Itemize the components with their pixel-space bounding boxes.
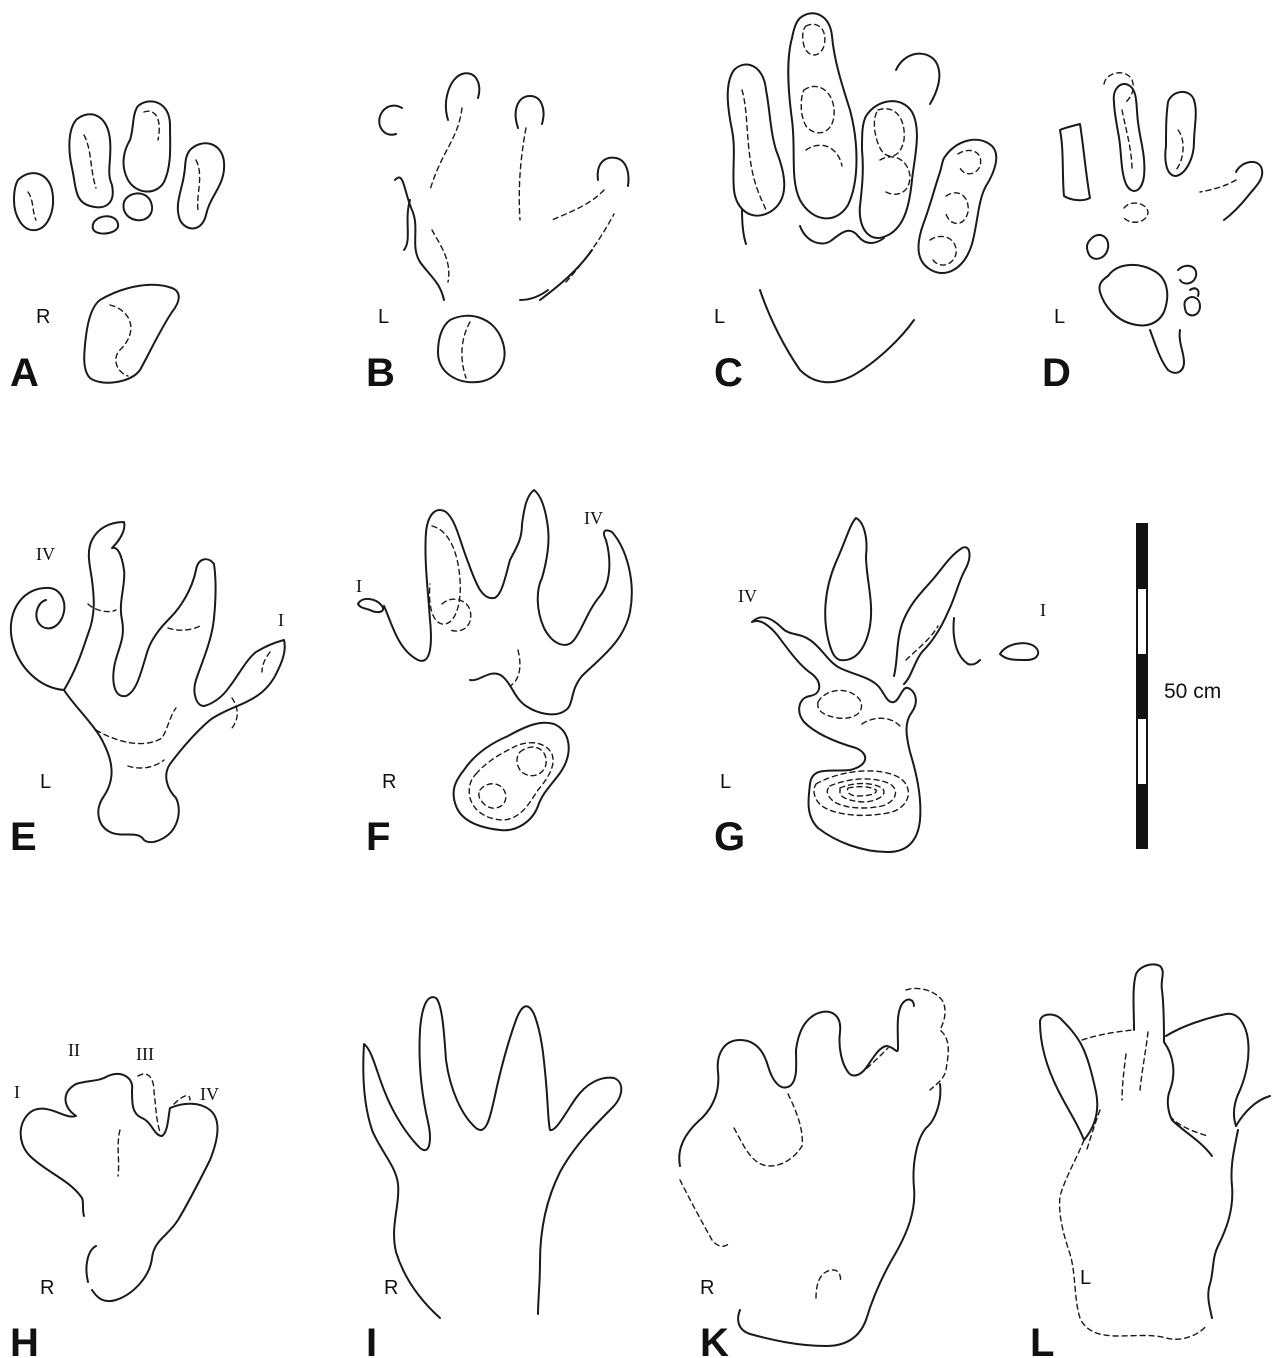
panel-i: R I (363, 997, 621, 1358)
panel-k-letter: K (700, 1321, 729, 1358)
panel-f: I IV R F (356, 490, 632, 859)
panel-h-letter: H (10, 1321, 39, 1358)
panel-d-side: L (1054, 306, 1065, 328)
panel-a: R A (10, 101, 224, 395)
panel-g-side: L (720, 771, 731, 793)
panel-g: IV I L G (714, 518, 1046, 859)
track-i (363, 997, 621, 1318)
panel-b-letter: B (366, 351, 395, 395)
panel-g-digit-iv: IV (738, 586, 757, 606)
panel-i-side: R (384, 1277, 398, 1299)
panel-f-digit-i: I (356, 576, 362, 596)
panel-d: L D (1042, 73, 1262, 395)
panel-i-letter: I (366, 1321, 377, 1358)
track-h (21, 1074, 218, 1301)
panel-k: R K (679, 988, 948, 1358)
track-e (11, 522, 285, 842)
panel-d-letter: D (1042, 351, 1071, 395)
panel-h: I II III IV R H (10, 1040, 219, 1358)
panel-b-side: L (378, 306, 389, 328)
track-k (679, 988, 948, 1346)
panel-e: IV I L E (10, 522, 285, 859)
panel-h-digit-iv: IV (200, 1084, 219, 1104)
panel-c-letter: C (714, 351, 743, 395)
panel-a-side: R (36, 306, 50, 328)
panel-l: L L (1030, 964, 1270, 1358)
panel-c-side: L (714, 306, 725, 328)
panel-b: L B (366, 73, 629, 395)
track-a (14, 101, 224, 382)
panel-a-letter: A (10, 351, 39, 395)
scale-bar-label: 50 cm (1164, 680, 1221, 703)
scale-bar: 50 cm (1137, 524, 1221, 848)
track-f (358, 490, 632, 830)
track-c (728, 13, 997, 382)
panel-e-digit-iv: IV (36, 544, 55, 564)
panel-k-side: R (700, 1277, 714, 1299)
panel-h-digit-iii: III (136, 1044, 154, 1064)
panel-l-side: L (1080, 1267, 1091, 1289)
track-b (379, 73, 628, 382)
panel-f-side: R (382, 771, 396, 793)
panel-f-digit-iv: IV (584, 508, 603, 528)
track-l (1040, 964, 1270, 1339)
panel-l-letter: L (1030, 1321, 1054, 1358)
panel-e-letter: E (10, 815, 37, 859)
panel-h-digit-ii: II (68, 1040, 80, 1060)
panel-f-letter: F (366, 815, 390, 859)
panel-g-digit-i: I (1040, 600, 1046, 620)
panel-e-digit-i: I (278, 610, 284, 630)
panel-h-side: R (40, 1277, 54, 1299)
panel-h-digit-i: I (14, 1082, 20, 1102)
panel-c: L C (714, 13, 996, 395)
panel-e-side: L (40, 771, 51, 793)
track-g (752, 518, 1038, 852)
panel-g-letter: G (714, 815, 745, 859)
track-d (1060, 73, 1262, 373)
